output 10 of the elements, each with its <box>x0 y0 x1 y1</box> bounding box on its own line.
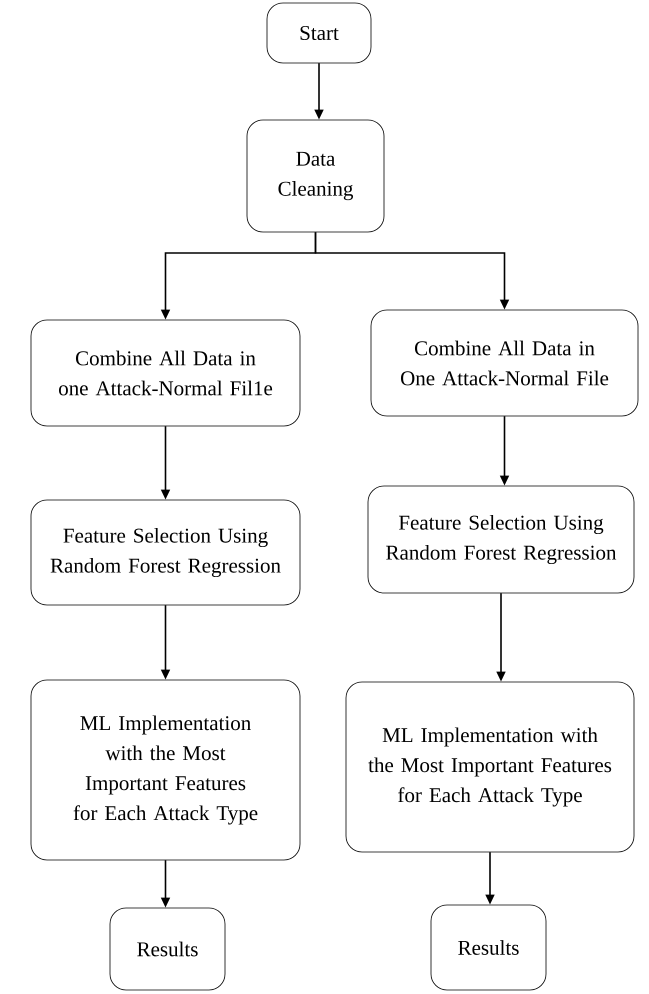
process-box: Feature Selection Using Random Forest Regression <box>30 500 300 606</box>
process-box: ML Implementation with the Most Important Features for Each Attack Type <box>346 682 634 852</box>
process-box: Results <box>110 908 226 990</box>
process-box: Start <box>266 2 372 64</box>
process-box: Combine All Data in one Attack-Normal Fil1e <box>30 320 300 426</box>
process-box: Combine All Data in One Attack-Normal File <box>370 310 638 416</box>
process-box: Results <box>430 904 546 990</box>
process-box: Data Cleaning <box>246 120 384 232</box>
process-box: ML Implementation with the Most Important Features for Each Attack Type <box>30 680 300 860</box>
process-box: Feature Selection Using Random Forest Regression <box>368 486 634 594</box>
